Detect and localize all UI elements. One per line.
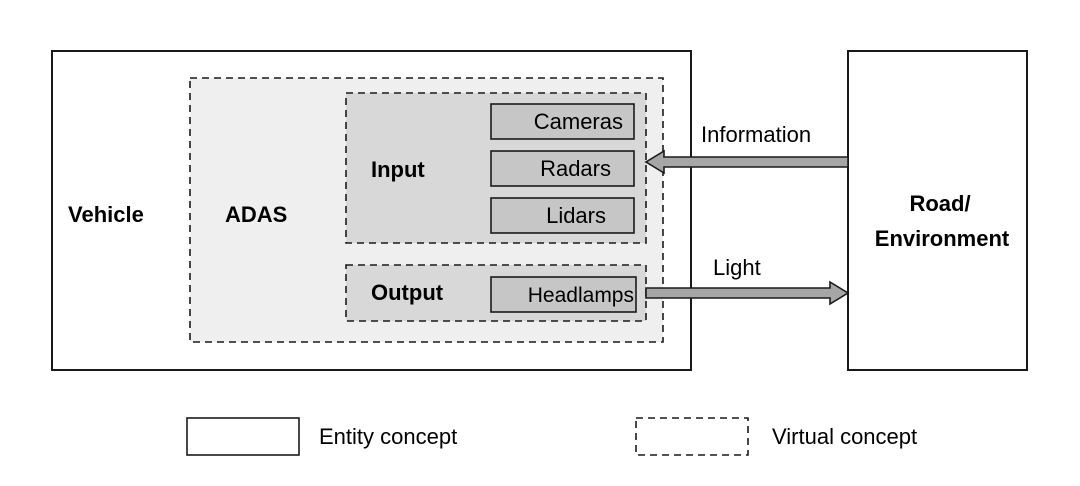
lidars-label: Lidars [546, 203, 606, 228]
radars-label: Radars [540, 156, 611, 181]
headlamps-box [490, 276, 637, 313]
adas-label: ADAS [225, 202, 287, 227]
environment-label-line1: Road/ [909, 191, 970, 216]
environment-box [847, 50, 1028, 371]
legend-entity-label: Entity concept [319, 424, 457, 449]
headlamps-label: Headlamps [528, 284, 634, 307]
cameras-label: Cameras [534, 109, 623, 134]
radars-box [490, 150, 635, 187]
vehicle-label: Vehicle [68, 202, 144, 227]
environment-label-line2: Environment [875, 226, 1010, 251]
legend-virtual-swatch [635, 417, 749, 456]
legend-entity-swatch [186, 417, 300, 456]
information-arrow [644, 149, 849, 175]
light-arrow [645, 280, 850, 306]
lidars-box [490, 197, 635, 234]
input-label: Input [371, 157, 425, 182]
legend-virtual-label: Virtual concept [772, 424, 917, 449]
light-arrow-label: Light [713, 255, 761, 280]
information-arrow-label: Information [701, 122, 811, 147]
output-label: Output [371, 280, 444, 305]
cameras-box [490, 103, 635, 140]
